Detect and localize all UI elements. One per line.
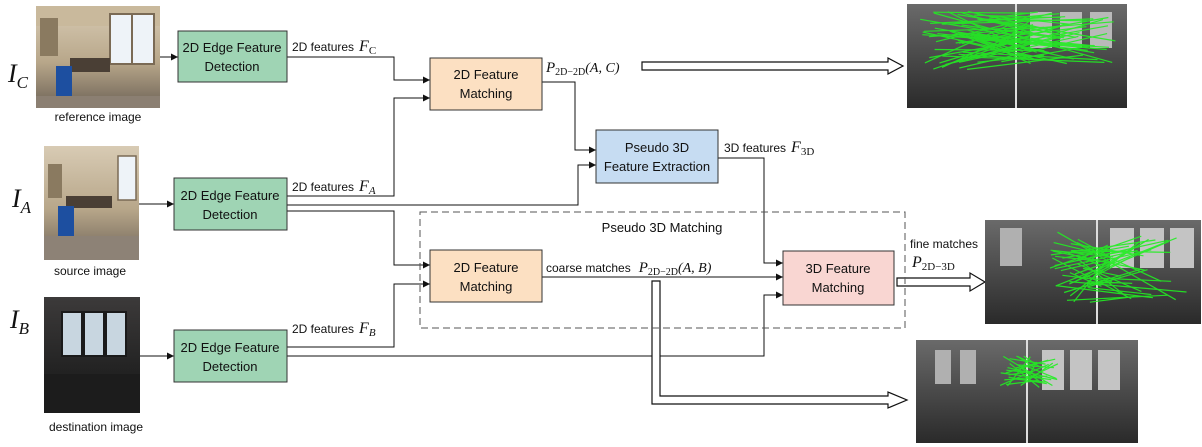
match-line bbox=[1002, 355, 1053, 387]
output-arrows bbox=[641, 57, 987, 409]
box-label: Detection bbox=[203, 207, 258, 222]
match-line bbox=[1073, 258, 1109, 303]
match-line bbox=[1069, 240, 1170, 285]
match-line bbox=[1004, 375, 1048, 381]
reference-image bbox=[36, 6, 160, 108]
match-line bbox=[954, 13, 1060, 24]
label-fine-matches: fine matches bbox=[910, 237, 978, 251]
box-label: 2D Feature bbox=[453, 67, 518, 82]
match-line bbox=[989, 11, 1038, 19]
match-line bbox=[1020, 362, 1054, 386]
match-line bbox=[1077, 238, 1109, 257]
match-result-top bbox=[907, 4, 1127, 108]
box-label: Detection bbox=[205, 59, 260, 74]
box-label: Detection bbox=[203, 359, 258, 374]
match-line bbox=[1055, 237, 1177, 287]
symbol-ia: IA bbox=[11, 184, 32, 217]
pseudo-3d-extraction-box: Pseudo 3D Feature Extraction bbox=[595, 129, 719, 184]
box-label: 3D Feature bbox=[805, 261, 870, 276]
label-p-ac: P2D−2D(A, C) bbox=[545, 60, 620, 78]
match-line bbox=[967, 54, 1084, 70]
match-line bbox=[1076, 242, 1162, 282]
edge-detection-box-a: 2D Edge Feature Detection bbox=[173, 177, 288, 231]
pseudo-group-label: Pseudo 3D Matching bbox=[602, 220, 723, 235]
match-line bbox=[920, 18, 1091, 49]
box-label: Pseudo 3D bbox=[625, 140, 689, 155]
match-line bbox=[1077, 263, 1142, 292]
match-line bbox=[1023, 355, 1040, 368]
match-result-fine bbox=[985, 220, 1201, 324]
box-label: 2D Edge Feature bbox=[180, 188, 279, 203]
destination-image bbox=[44, 297, 140, 413]
label-p-2d3d: P2D−3D bbox=[911, 254, 955, 273]
match-line bbox=[1063, 268, 1142, 294]
source-image bbox=[44, 146, 139, 260]
pseudo-3d-matching-group bbox=[419, 211, 906, 329]
caption-destination: destination image bbox=[49, 420, 143, 434]
match-line bbox=[957, 32, 1074, 60]
match-line bbox=[1017, 355, 1035, 368]
match-line bbox=[992, 20, 1056, 35]
match-line bbox=[1008, 376, 1047, 385]
box-label: Matching bbox=[460, 279, 513, 294]
match-line bbox=[1057, 231, 1176, 301]
match-line bbox=[965, 34, 1034, 60]
box-label: 2D Edge Feature bbox=[182, 40, 281, 55]
connectors bbox=[139, 53, 783, 360]
edge-detection-box-c: 2D Edge Feature Detection bbox=[177, 30, 288, 83]
caption-reference: reference image bbox=[55, 110, 142, 124]
match-line bbox=[1085, 282, 1119, 284]
caption-source: source image bbox=[54, 264, 126, 278]
symbol-ib: IB bbox=[9, 305, 30, 338]
match-line bbox=[1009, 363, 1040, 388]
match-line bbox=[1021, 367, 1042, 384]
3d-matching-box: 3D Feature Matching bbox=[782, 250, 895, 306]
box-label: Matching bbox=[460, 86, 513, 101]
match-line bbox=[947, 11, 1029, 52]
match-line bbox=[1069, 272, 1102, 287]
symbol-ic: IC bbox=[7, 59, 29, 92]
match-result-coarse bbox=[916, 340, 1138, 443]
feature-matching-box-top: 2D Feature Matching bbox=[429, 57, 543, 111]
match-line bbox=[1055, 285, 1153, 299]
match-line bbox=[942, 55, 1105, 63]
match-line bbox=[958, 16, 1109, 44]
match-line bbox=[1052, 250, 1145, 271]
match-line bbox=[935, 12, 1053, 43]
match-line bbox=[1091, 277, 1172, 282]
match-line bbox=[1082, 255, 1103, 269]
match-line bbox=[922, 31, 1067, 65]
box-label: Feature Extraction bbox=[604, 159, 710, 174]
edge-detection-box-b: 2D Edge Feature Detection bbox=[173, 329, 288, 383]
match-line bbox=[974, 14, 1061, 19]
match-line bbox=[1078, 258, 1128, 298]
box-label: Matching bbox=[812, 280, 865, 295]
match-line bbox=[1054, 239, 1169, 267]
match-line bbox=[1023, 361, 1038, 384]
feature-matching-box-bottom: 2D Feature Matching bbox=[429, 249, 543, 303]
match-line bbox=[957, 34, 1066, 61]
box-label: 2D Feature bbox=[453, 260, 518, 275]
box-label: 2D Edge Feature bbox=[180, 340, 279, 355]
match-line bbox=[1054, 249, 1138, 270]
match-line bbox=[958, 35, 1079, 63]
match-line bbox=[1066, 294, 1168, 301]
match-line bbox=[961, 24, 1061, 40]
